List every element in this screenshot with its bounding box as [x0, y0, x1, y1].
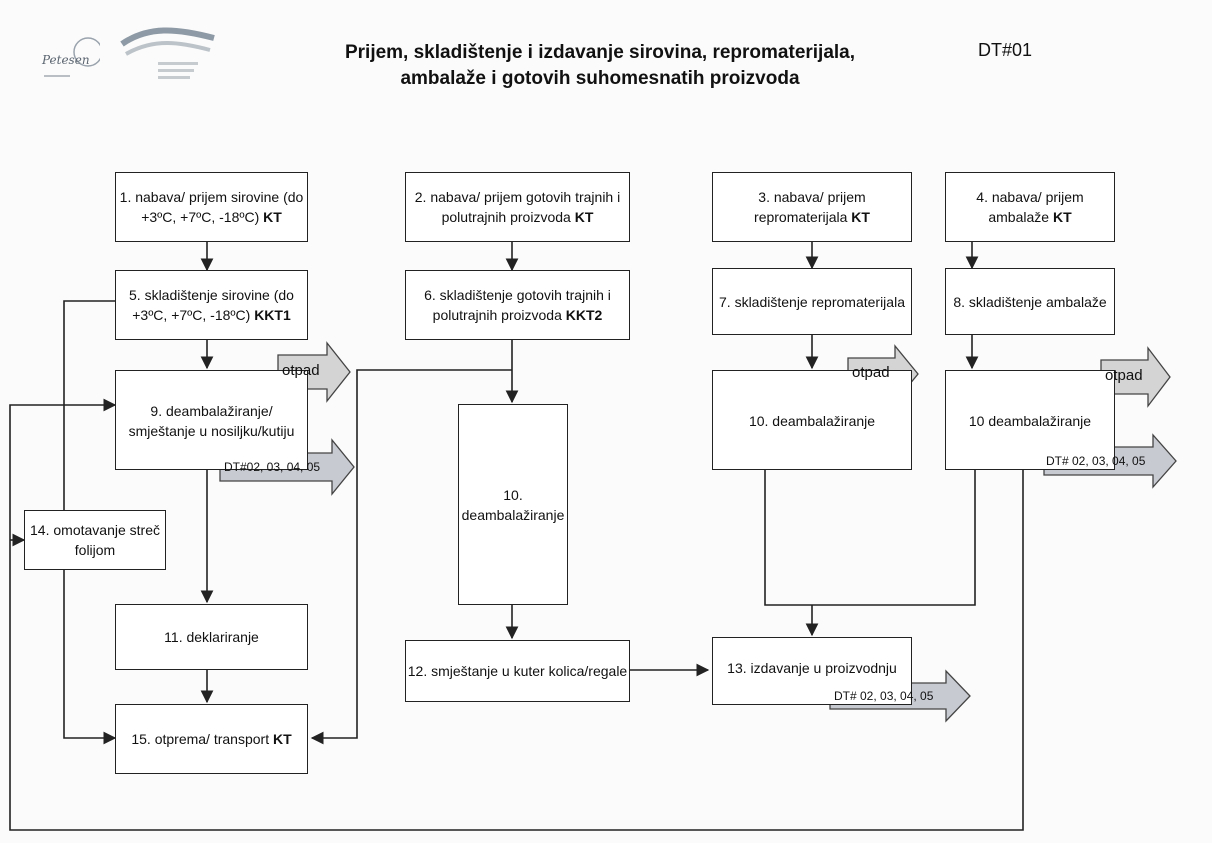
- otpad-label-1: otpad: [282, 362, 320, 379]
- company-logo: Petesen: [41, 37, 100, 77]
- step-4-text: 4. nabava/ prijem ambalaže: [976, 189, 1084, 225]
- step-4-tag: KT: [1052, 209, 1072, 225]
- step-11-box: 11. deklariranje: [115, 604, 308, 670]
- step-13-box: 13. izdavanje u proizvodnju: [712, 637, 912, 705]
- step-13-text: 13. izdavanje u proizvodnju: [727, 660, 897, 676]
- step-5-tag: KKT1: [254, 307, 291, 323]
- step-4-box: 4. nabava/ prijem ambalaže KT: [945, 172, 1115, 242]
- step-15-tag: KT: [272, 731, 292, 747]
- step-11-text: 11. deklariranje: [164, 629, 259, 645]
- step-6-text: 6. skladištenje gotovih trajnih i polutr…: [424, 287, 611, 323]
- step-10-box-col4: 10 deambalažiranje: [945, 370, 1115, 470]
- step-3-text: 3. nabava/ prijem repromaterijala: [754, 189, 866, 225]
- step-7-box: 7. skladištenje repromaterijala: [712, 268, 912, 335]
- step-1-tag: KT: [263, 209, 282, 225]
- step-10-box-col3: 10. deambalažiranje: [712, 370, 912, 470]
- step-12-box: 12. smještanje u kuter kolica/regale: [405, 640, 630, 702]
- connector-10-13: [764, 470, 976, 606]
- step-8-text: 8. skladištenje ambalaže: [953, 293, 1107, 310]
- otpad-label-2: otpad: [852, 364, 890, 381]
- title-line-1: Prijem, skladištenje i izdavanje sirovin…: [344, 42, 856, 63]
- connector-loop-9: [9, 398, 1024, 831]
- page-title: Prijem, skladištenje i izdavanje sirovin…: [280, 40, 920, 92]
- step-1-box: 1. nabava/ prijem sirovine (do +3ºC, +7º…: [115, 172, 308, 242]
- partner-logo: [120, 27, 215, 79]
- step-2-tag: KT: [574, 209, 594, 225]
- svg-text:Petesen: Petesen: [41, 53, 90, 67]
- step-15-text: 15. otprema/ transport: [131, 731, 270, 747]
- step-3-box: 3. nabava/ prijem repromaterijala KT: [712, 172, 912, 242]
- step-1-text: 1. nabava/ prijem sirovine (do +3ºC, +7º…: [119, 189, 304, 225]
- step-7-text: 7. skladištenje repromaterijala: [719, 293, 905, 310]
- dt-label-1: DT#02, 03, 04, 05: [224, 460, 321, 474]
- step-12-text: 12. smještanje u kuter kolica/regale: [407, 663, 628, 679]
- step-2-text: 2. nabava/ prijem gotovih trajnih i polu…: [414, 189, 621, 225]
- step-15-box: 15. otprema/ transport KT: [115, 704, 308, 774]
- connector-14-15: [63, 570, 117, 745]
- dt-label-2: DT# 02, 03, 04, 05: [1046, 454, 1146, 468]
- step-6-box: 6. skladištenje gotovih trajnih i polutr…: [405, 270, 630, 340]
- document-id: DT#01: [978, 40, 1033, 60]
- step-9-text: 9. deambalažiranje/ smještanje u nosiljk…: [128, 403, 295, 439]
- connector-6-15: [310, 369, 512, 745]
- step-2-box: 2. nabava/ prijem gotovih trajnih i polu…: [405, 172, 630, 242]
- connector-5-14: [63, 300, 115, 510]
- step-3-tag: KT: [851, 209, 870, 225]
- step-10-box-col2: 10. deambalažiranje: [458, 404, 568, 605]
- step-10-text-col4: 10 deambalažiranje: [968, 413, 1092, 429]
- otpad-label-3: otpad: [1105, 367, 1143, 384]
- step-14-box: 14. omotavanje streč folijom: [24, 510, 166, 570]
- title-line-2: ambalaže i gotovih suhomesnatih proizvod…: [400, 68, 800, 89]
- step-14-text: 14. omotavanje streč folijom: [30, 522, 160, 558]
- dt-label-3: DT# 02, 03, 04, 05: [834, 689, 934, 703]
- step-8-box: 8. skladištenje ambalaže: [945, 268, 1115, 335]
- step-5-text: 5. skladištenje sirovine (do +3ºC, +7ºC,…: [129, 287, 294, 323]
- step-6-tag: KKT2: [565, 307, 603, 323]
- step-5-box: 5. skladištenje sirovine (do +3ºC, +7ºC,…: [115, 270, 308, 340]
- step-10-text-col2: 10. deambalažiranje: [461, 486, 565, 523]
- step-9-box: 9. deambalažiranje/ smještanje u nosiljk…: [115, 370, 308, 470]
- step-10-text-col3: 10. deambalažiranje: [748, 413, 876, 429]
